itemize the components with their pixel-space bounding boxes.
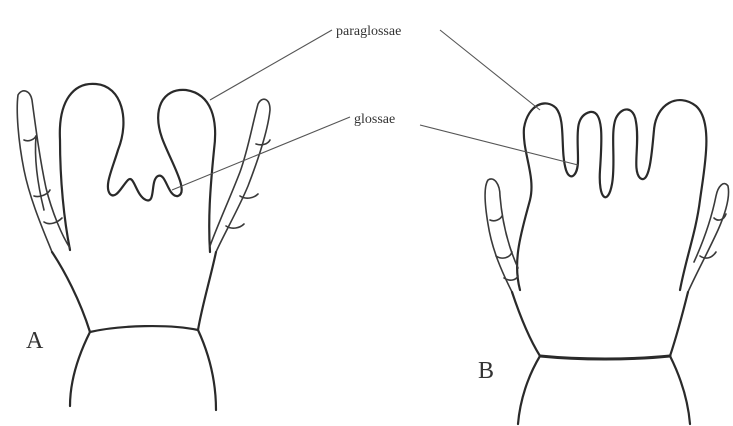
- labial-palp-right-a: [210, 99, 270, 252]
- figure-b: [485, 100, 729, 424]
- neck-left-a: [52, 252, 90, 332]
- figure-a: [17, 84, 270, 410]
- label-glossae: glossae: [354, 112, 395, 127]
- neck-left-b: [512, 292, 540, 356]
- crossbar-b: [540, 356, 670, 359]
- panel-label-b: B: [478, 358, 494, 384]
- leader-paraglossae-a: [210, 30, 332, 100]
- leader-paraglossae-b: [440, 30, 540, 110]
- base-left-a: [70, 332, 90, 406]
- neck-right-b: [670, 292, 688, 356]
- leader-lines: [172, 30, 578, 190]
- labium-outline-a: [60, 84, 215, 252]
- labial-palp-left-b: [485, 179, 518, 292]
- neck-right-a: [198, 252, 216, 330]
- labium-outline-b: [517, 100, 706, 290]
- label-paraglossae: paraglossae: [336, 24, 401, 39]
- leader-glossae-b: [420, 125, 578, 165]
- base-left-b: [518, 356, 540, 424]
- labial-palp-right-b: [688, 184, 729, 292]
- leader-glossae-a: [172, 117, 350, 190]
- crossbar-a: [90, 326, 198, 332]
- base-right-a: [198, 330, 216, 410]
- panel-label-a: A: [26, 328, 44, 354]
- base-right-b: [670, 356, 690, 424]
